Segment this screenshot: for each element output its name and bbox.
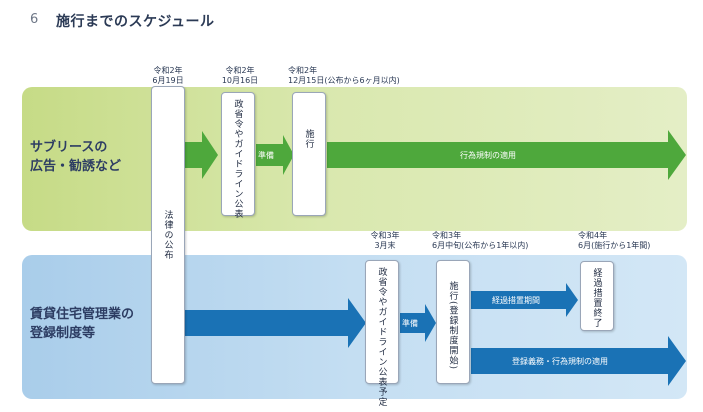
bottom-arrow-transition: [471, 283, 578, 317]
transition-end-card: 経過措置終了: [580, 261, 614, 331]
page-title: 施行までのスケジュール: [56, 14, 215, 30]
top-enforcement-card: 施行: [292, 92, 326, 216]
bottom-regulation-label: 登録義務・行為規制の適用: [512, 357, 608, 366]
section-number: 6: [30, 12, 39, 27]
bottom-enforcement-card: 施行(登録制度開始): [436, 260, 470, 384]
top-regulation-label: 行為規制の適用: [460, 151, 516, 160]
bottom-band-label: 賃貸住宅管理業の 登録制度等: [30, 307, 135, 341]
bottom-guideline-card: 政省令やガイドライン公表予定: [365, 260, 399, 407]
top-arrow-regulation: [327, 130, 686, 180]
transition-period-label: 経過措置期間: [492, 296, 540, 305]
top-arrow-prep: [256, 135, 294, 175]
bottom-arrow-prep: [400, 304, 436, 342]
bottom-prep-label: 準備: [402, 319, 418, 328]
top-band-label: サブリースの 広告・勧誘など: [30, 140, 122, 174]
top-guideline-card: 政省令やガイドライン公表: [221, 92, 255, 219]
law-promulgation-card: 法律の公布: [151, 86, 185, 384]
top-prep-label: 準備: [258, 151, 274, 160]
bottom-arrow-regulation: [471, 336, 686, 386]
top-arrow-1: [184, 131, 218, 179]
bottom-arrow-1: [184, 298, 366, 348]
